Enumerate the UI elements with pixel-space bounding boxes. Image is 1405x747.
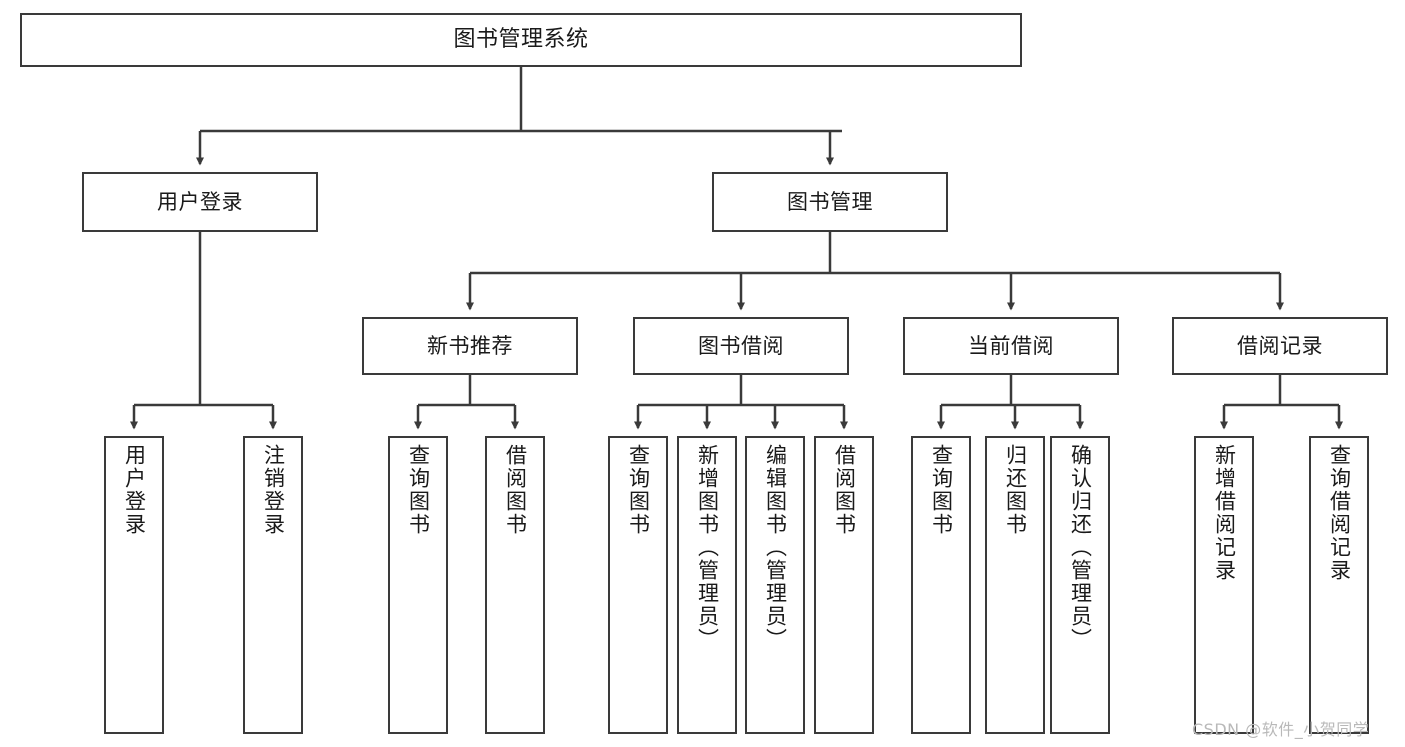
node-user-login[interactable]: 用户登录 xyxy=(82,172,318,232)
leaf-borrow-book-recommend-label: 借阅图书 xyxy=(503,444,528,536)
node-user-login-label: 用户登录 xyxy=(157,189,243,214)
node-current-borrow-label: 当前借阅 xyxy=(968,333,1054,358)
leaf-user-login[interactable]: 用户登录 xyxy=(104,436,164,734)
leaf-query-book-recommend-label: 查询图书 xyxy=(406,444,431,536)
leaf-borrow-book-recommend[interactable]: 借阅图书 xyxy=(485,436,545,734)
leaf-query-book-borrow-label: 查询图书 xyxy=(626,444,651,536)
leaf-query-book-current[interactable]: 查询图书 xyxy=(911,436,971,734)
edge-root-to-level2 xyxy=(196,67,842,166)
leaf-confirm-return-admin-label: 确认归还（管理员） xyxy=(1068,444,1093,651)
leaf-confirm-return-admin[interactable]: 确认归还（管理员） xyxy=(1050,436,1110,734)
leaf-edit-book-admin-label: 编辑图书（管理员） xyxy=(763,444,788,651)
leaf-query-book-recommend[interactable]: 查询图书 xyxy=(388,436,448,734)
leaf-user-login-label: 用户登录 xyxy=(122,444,147,536)
node-new-book-recommend-label: 新书推荐 xyxy=(427,333,513,358)
leaf-return-book[interactable]: 归还图书 xyxy=(985,436,1045,734)
node-book-borrow-label: 图书借阅 xyxy=(698,333,784,358)
edge-current-borrow-to-leaves xyxy=(937,375,1084,430)
node-root-label: 图书管理系统 xyxy=(453,27,589,53)
node-book-borrow[interactable]: 图书借阅 xyxy=(633,317,849,375)
node-new-book-recommend[interactable]: 新书推荐 xyxy=(362,317,578,375)
leaf-borrow-book[interactable]: 借阅图书 xyxy=(814,436,874,734)
leaf-query-borrow-record-label: 查询借阅记录 xyxy=(1327,444,1352,582)
edge-book-borrow-to-leaves xyxy=(634,375,848,430)
leaf-query-book-current-label: 查询图书 xyxy=(929,444,954,536)
leaf-add-borrow-record-label: 新增借阅记录 xyxy=(1212,444,1237,582)
leaf-add-book-admin-label: 新增图书（管理员） xyxy=(695,444,720,651)
leaf-edit-book-admin[interactable]: 编辑图书（管理员） xyxy=(745,436,805,734)
leaf-return-book-label: 归还图书 xyxy=(1003,444,1028,536)
leaf-borrow-book-label: 借阅图书 xyxy=(832,444,857,536)
node-book-management[interactable]: 图书管理 xyxy=(712,172,948,232)
node-root[interactable]: 图书管理系统 xyxy=(20,13,1022,67)
node-current-borrow[interactable]: 当前借阅 xyxy=(903,317,1119,375)
edge-book-management-to-level3 xyxy=(466,232,1284,311)
csdn-watermark: CSDN @软件_小贺同学 xyxy=(1192,720,1370,739)
edge-borrow-record-to-leaves xyxy=(1220,375,1343,430)
leaf-add-book-admin[interactable]: 新增图书（管理员） xyxy=(677,436,737,734)
node-borrow-record[interactable]: 借阅记录 xyxy=(1172,317,1388,375)
node-book-management-label: 图书管理 xyxy=(787,189,873,214)
leaf-logout-label: 注销登录 xyxy=(261,444,286,536)
leaf-logout[interactable]: 注销登录 xyxy=(243,436,303,734)
leaf-add-borrow-record[interactable]: 新增借阅记录 xyxy=(1194,436,1254,734)
node-borrow-record-label: 借阅记录 xyxy=(1237,333,1323,358)
leaf-query-borrow-record[interactable]: 查询借阅记录 xyxy=(1309,436,1369,734)
edge-new-book-recommend-to-leaves xyxy=(414,375,519,430)
leaf-query-book-borrow[interactable]: 查询图书 xyxy=(608,436,668,734)
edge-user-login-to-leaves xyxy=(130,232,277,430)
